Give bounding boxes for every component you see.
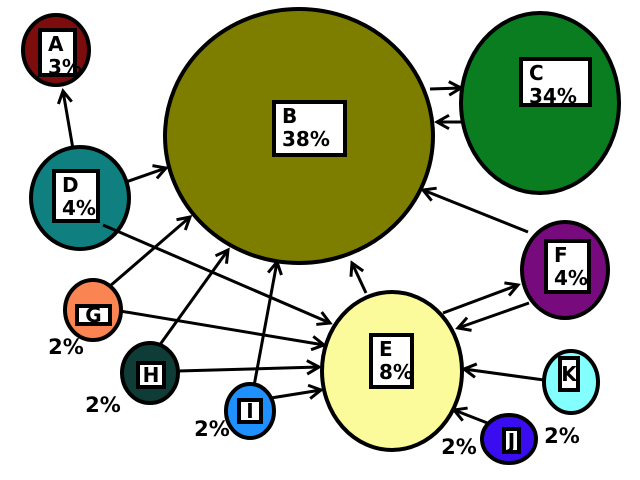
edge-J-to-E-arrow — [454, 410, 491, 426]
node-G-letter: G — [85, 303, 102, 327]
node-H-percent-label: 2% — [85, 393, 121, 417]
edge-F-to-E-arrow — [458, 301, 530, 328]
edge-B-to-C-arrow — [429, 88, 461, 89]
edge-D-to-B-arrow — [125, 168, 166, 184]
node-G-label-box: G — [75, 304, 112, 326]
node-A-letter: A — [48, 32, 64, 56]
node-D-letter: D — [62, 173, 79, 197]
node-B-percent: 38% — [282, 127, 330, 151]
node-I-label-box: I — [237, 398, 263, 424]
node-H-letter: H — [142, 363, 160, 387]
edge-G-to-B-arrow — [109, 217, 190, 288]
node-E-letter: E — [379, 337, 393, 361]
node-F-letter: F — [554, 243, 568, 267]
edge-H-to-E-arrow — [177, 367, 319, 371]
node-I-percent-label: 2% — [194, 417, 230, 441]
node-J-label-box: J — [502, 427, 521, 454]
edge-D-to-A-arrow — [63, 91, 75, 150]
node-J-letter: J — [507, 428, 516, 453]
node-K-percent-label: 2% — [544, 424, 580, 448]
edge-H-to-B-arrow — [157, 250, 228, 347]
edge-E-to-B-arrow — [352, 263, 368, 294]
node-J-percent-label: 2% — [441, 435, 477, 459]
node-D-percent: 4% — [62, 196, 96, 220]
node-A-percent: 3% — [48, 55, 82, 79]
node-H-label-box: H — [136, 361, 166, 389]
node-E-percent: 8% — [379, 360, 413, 384]
edge-E-to-F-arrow — [442, 285, 518, 315]
edge-D-to-E-arrow — [102, 223, 330, 323]
node-C-letter: C — [529, 61, 544, 85]
node-C-percent: 34% — [529, 84, 577, 108]
node-I-letter: I — [246, 399, 254, 423]
edge-G-to-E-arrow — [119, 309, 324, 345]
edge-I-to-E-arrow — [270, 390, 321, 398]
edge-K-to-E-arrow — [464, 369, 545, 382]
node-K-letter: K — [561, 362, 577, 386]
node-B-letter: B — [282, 104, 298, 128]
node-K-label-box: K — [558, 356, 580, 392]
node-F-percent: 4% — [554, 266, 588, 290]
edge-arrows-layer — [63, 88, 545, 426]
edge-I-to-B-arrow — [252, 262, 277, 387]
edge-F-to-B-arrow — [423, 190, 529, 234]
node-G-percent-label: 2% — [48, 335, 84, 359]
